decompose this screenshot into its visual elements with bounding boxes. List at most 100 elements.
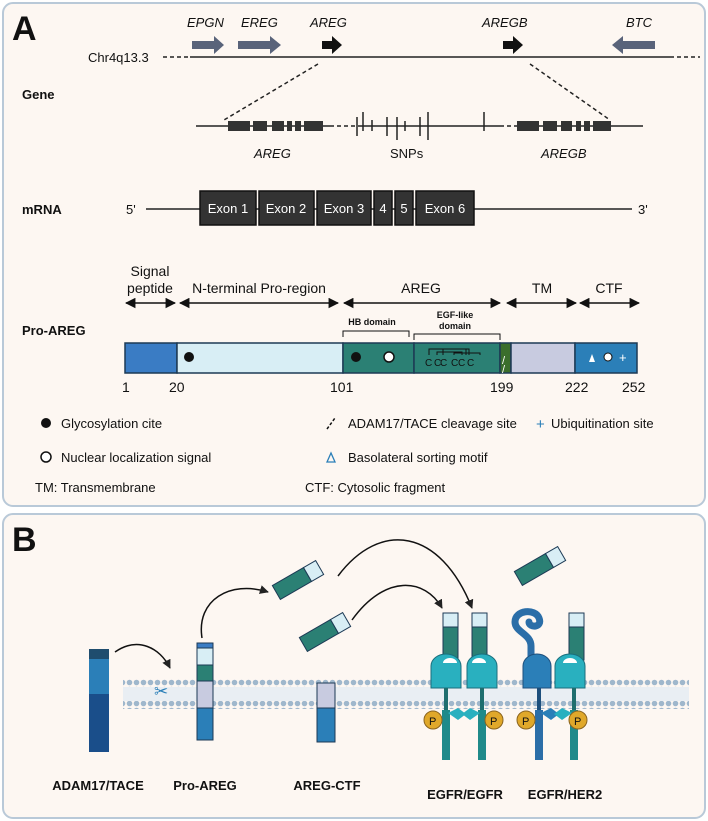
gene-arrow-btc [612,36,655,54]
region-signal-peptide-line2: peptide [127,280,173,296]
svg-text:4: 4 [379,201,386,216]
release-arrow [200,585,269,639]
cleavage-site-mark: / [502,364,506,376]
soluble-areg-1 [271,559,325,601]
gene-name-areg: AREG [309,15,347,30]
legend-cleavage-text: ADAM17/TACE cleavage site [348,416,517,431]
svg-text:C: C [458,358,465,369]
snp-marks [356,112,485,140]
svg-text:199: 199 [490,379,514,395]
legend-nls-text: Nuclear localization signal [61,450,211,465]
chromosome-label: Chr4q13.3 [88,50,149,65]
cell-membrane [123,679,689,709]
phospho-label: P [574,716,581,728]
label-egfr-egfr: EGFR/EGFR [427,787,503,802]
region-n-terminal: N-terminal Pro-region [192,280,326,296]
tm-segment [510,342,576,374]
exon-1: Exon 1 [199,190,257,226]
legend-ubiq-text: Ubiquitination site [551,416,654,431]
gene-name-btc: BTC [626,15,653,30]
ctf-segment [574,342,638,374]
gene-arrow-epgn [192,36,224,54]
egf-cysteines: C C C C C C [425,358,474,369]
gene-label-snps: SNPs [390,146,424,161]
svg-text:252: 252 [622,379,646,395]
adam17-tace [89,649,109,752]
adam-to-cleavage-arrow [114,643,171,669]
label-areg-ctf: AREG-CTF [293,778,360,793]
mrna-structure: 5' 3' Exon 1 Exon 2 Exon 3 4 5 Exon 6 [126,190,648,226]
svg-text:20: 20 [169,379,185,395]
soluble-areg-3 [513,545,567,587]
gene-arrow-ereg [238,36,281,54]
residue-positions: 1 20 101 199 222 252 [122,379,646,395]
legend-glyco-icon [41,418,51,428]
domain-brackets: HB domain EGF-like domain [342,310,501,340]
glycosylation-dot-hb [351,352,361,362]
legend-ubiq-icon: + [536,416,545,433]
gene-arrow-aregb [503,36,523,54]
pro-areg-protein-bar [124,342,638,374]
nls-dot-hb [383,351,395,363]
panel-a-letter: A [12,10,37,48]
legend-tm-text: TM: Transmembrane [35,480,156,495]
exon-6: Exon 6 [415,190,475,226]
region-signal-peptide-line1: Signal [131,263,170,279]
legend: Glycosylation cite ADAM17/TACE cleavage … [35,416,654,495]
row-label-gene: Gene [22,87,55,102]
svg-text:5: 5 [400,201,407,216]
mrna-three-prime: 3' [638,202,648,217]
mrna-five-prime: 5' [126,202,136,217]
svg-text:Exon 6: Exon 6 [425,201,465,216]
nls-dot-ctf [603,352,613,362]
svg-text:C: C [467,358,474,369]
binding-arrow-1 [337,539,474,609]
scissors-icon: ✂ [154,682,168,702]
exon-3: Exon 3 [316,190,372,226]
svg-text:1: 1 [122,379,130,395]
gene-arrow-areg [322,36,342,54]
region-tm: TM [532,280,552,296]
glycosylation-dot-nterm [184,352,194,362]
svg-text:C: C [434,358,441,369]
label-adam17: ADAM17/TACE [52,778,144,793]
areg-ctf-fragment [316,682,336,743]
cleavage-site-mark: / [502,355,506,367]
svg-text:Exon 1: Exon 1 [208,201,248,216]
svg-text:C: C [451,358,458,369]
panel-b-letter: B [12,521,37,559]
exon-4: 4 [373,190,393,226]
egfr-egfr-dimer: P P [423,612,504,760]
chromosome-track: Chr4q13.3 EPGN EREG AREG AREGB BTC [88,15,700,121]
panel-b: B ✂ [2,513,706,819]
gene-label-areg: AREG [253,146,291,161]
egfr-her2-dimer: P P [511,608,588,760]
row-label-pro-areg: Pro-AREG [22,323,86,338]
panel-b-labels: ADAM17/TACE Pro-AREG AREG-CTF EGFR/EGFR … [52,778,602,802]
exon-5: 5 [394,190,414,226]
egf-disulfide-bonds [428,348,481,355]
panel-a: A Chr4q13.3 EPGN EREG AREG AREGB BTC Gen… [2,2,706,507]
svg-text:Exon 3: Exon 3 [324,201,364,216]
legend-cleavage-icon [326,417,336,430]
gene-name-aregb: AREGB [481,15,528,30]
row-label-mrna: mRNA [22,202,62,217]
binding-arrow-2 [351,584,443,621]
pro-areg-membrane [196,642,214,741]
region-areg: AREG [401,280,441,296]
label-egfr-her2: EGFR/HER2 [528,787,602,802]
egf-domain-segment [413,342,501,374]
legend-baso-icon [325,451,337,463]
phospho-label: P [490,716,497,728]
egf-domain-label-line2: domain [439,321,471,331]
legend-nls-icon [40,451,52,463]
protein-region-labels: Signal peptide N-terminal Pro-region ARE… [124,263,641,309]
svg-text:Exon 2: Exon 2 [266,201,306,216]
gene-structure: AREG SNPs AREGB [196,112,643,161]
svg-text:C: C [440,358,447,369]
legend-glyco-text: Glycosylation cite [61,416,162,431]
n-terminal-segment [176,342,344,374]
exon-2: Exon 2 [258,190,315,226]
svg-text:222: 222 [565,379,589,395]
